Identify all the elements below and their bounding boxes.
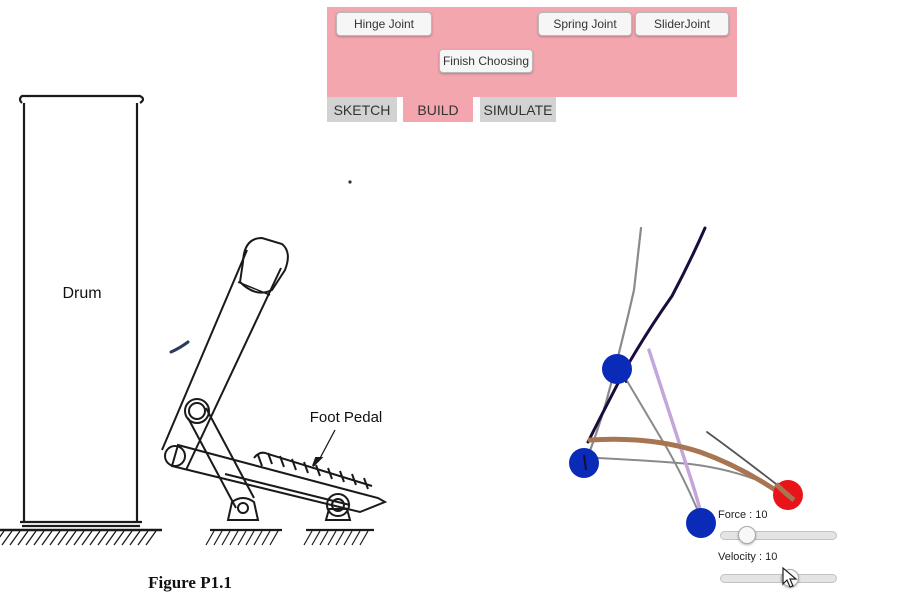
- stray-stroke: [169, 340, 190, 354]
- tab-sketch[interactable]: SKETCH: [327, 97, 397, 122]
- pedal-mechanism: [161, 236, 388, 546]
- link-overlay: [774, 482, 796, 502]
- tab-build[interactable]: BUILD: [403, 97, 473, 122]
- slider-joint-button[interactable]: SliderJoint: [635, 12, 729, 36]
- force-slider-thumb[interactable]: [738, 526, 756, 544]
- hinge-joint-button[interactable]: Hinge Joint: [336, 12, 432, 36]
- force-slider[interactable]: [720, 526, 837, 544]
- hinge-joint-left[interactable]: [569, 448, 599, 478]
- joint-toolbar: Hinge Joint Spring Joint SliderJoint Fin…: [327, 7, 737, 97]
- drum-figure: [0, 94, 162, 546]
- force-label: Force : 10: [718, 509, 768, 521]
- drum-label: Drum: [62, 285, 101, 302]
- foot-pedal-label: Foot Pedal: [310, 409, 383, 426]
- velocity-label: Velocity : 10: [718, 551, 778, 563]
- mouse-cursor-icon: [782, 567, 798, 588]
- tab-simulate[interactable]: SIMULATE: [480, 97, 556, 122]
- spring-joint-button[interactable]: Spring Joint: [538, 12, 632, 36]
- joint-marker: [583, 454, 587, 471]
- stray-dot: [348, 180, 352, 184]
- hinge-joint-bottom[interactable]: [686, 508, 716, 538]
- figure-caption: Figure P1.1: [148, 573, 232, 592]
- sketched-linkage: [586, 226, 793, 527]
- finish-choosing-button[interactable]: Finish Choosing: [439, 49, 533, 73]
- velocity-slider[interactable]: [720, 569, 837, 587]
- hinge-joint-top[interactable]: [602, 354, 632, 384]
